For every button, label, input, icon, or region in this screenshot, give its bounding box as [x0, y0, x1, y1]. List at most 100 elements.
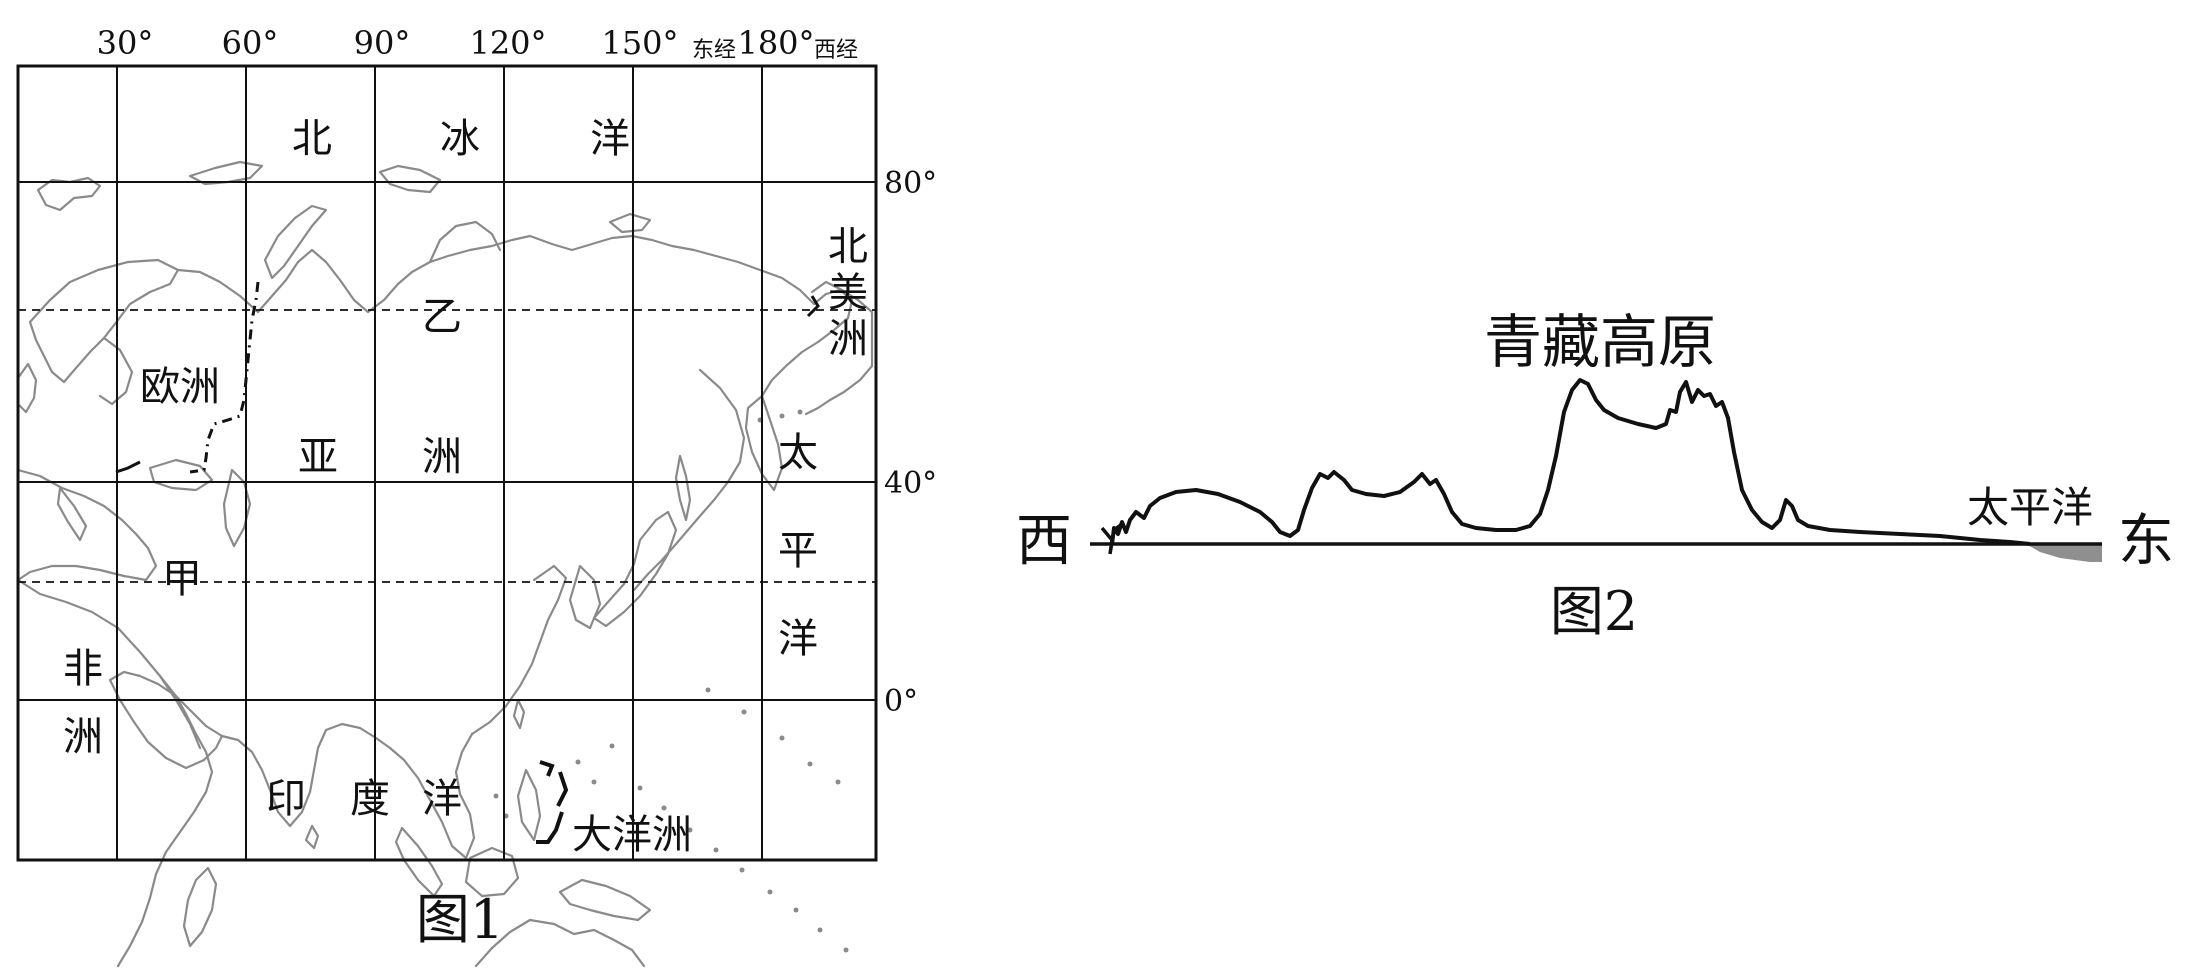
sri-lanka-coast — [304, 824, 320, 850]
indochina-coast — [388, 732, 476, 860]
latitude-label-0: 0° — [884, 684, 918, 719]
pacific-island-dots — [493, 409, 849, 953]
island-dot — [637, 785, 643, 791]
label-namerica-bei: 北 — [828, 224, 868, 270]
japan-coast — [592, 510, 678, 628]
island-dot — [779, 735, 785, 741]
label-pacific-ping: 平 — [778, 528, 818, 574]
longitude-label-90: 90° — [354, 24, 411, 62]
island-dot — [661, 805, 667, 811]
figure-1-map: 30° 60° 90° 120° 150° 东经 180° 西经 80° 40°… — [16, 24, 937, 968]
label-europe: 欧洲 — [140, 364, 220, 410]
east-siberia-coast — [760, 288, 854, 398]
island-dot — [739, 867, 745, 873]
bering-mark — [806, 295, 820, 318]
region-labels: 北 冰 洋 欧洲 乙 亚 洲 甲 非 洲 印 度 洋 大洋洲 北 美 洲 太 平… — [63, 116, 868, 858]
island-dot — [591, 779, 597, 785]
island-dot — [493, 793, 499, 799]
kamchatka-coast — [744, 394, 784, 492]
island-dot — [713, 847, 719, 853]
north-eurasia-coast — [176, 234, 816, 314]
suez-boundary — [115, 460, 141, 474]
label-indian-yin: 印 — [266, 776, 306, 822]
figure-1-caption: 图1 — [416, 888, 504, 951]
label-africa-zhou: 洲 — [63, 714, 103, 760]
east-label: 东 — [2118, 509, 2174, 574]
figure-2-caption: 图2 — [1550, 580, 1638, 643]
madagascar-coast — [182, 866, 218, 948]
sumatra-coast — [394, 826, 444, 898]
island-dot — [779, 413, 785, 419]
new-guinea-coast — [558, 878, 652, 922]
label-asia-ya: 亚 — [298, 434, 338, 480]
europe-asia-boundary — [189, 281, 260, 474]
label-africa-fei: 非 — [63, 646, 103, 692]
latitude-label-80: 80° — [884, 166, 937, 201]
britain-coast — [16, 362, 38, 414]
west-label: 西 — [1016, 509, 1072, 574]
mediterranean-coast — [16, 468, 158, 582]
longitude-label-west: 西经 — [814, 38, 858, 63]
black-sea-coast — [148, 458, 214, 492]
label-indian-du: 度 — [350, 776, 390, 822]
alaska-coast — [810, 280, 874, 402]
label-jia: 甲 — [162, 556, 202, 602]
severnaya-coast — [378, 164, 442, 194]
island-dot — [609, 743, 615, 749]
borneo-coast — [464, 846, 520, 898]
continent-boundaries — [115, 281, 820, 844]
map-grid — [16, 64, 878, 862]
novaya-zemlya-coast — [263, 204, 328, 280]
longitude-label-60: 60° — [222, 24, 279, 62]
aleutian-coast — [804, 398, 832, 416]
italy-coast — [56, 486, 88, 542]
longitude-labels: 30° 60° 90° 120° 150° 东经 180° 西经 — [97, 24, 858, 63]
island-dot — [767, 889, 773, 895]
okhotsk-coast — [632, 368, 746, 592]
label-arctic-bei: 北 — [292, 116, 332, 162]
island-dot — [797, 409, 803, 415]
label-arctic-bing: 冰 — [440, 116, 480, 162]
coastlines — [16, 160, 874, 968]
longitude-label-east: 东经 — [692, 38, 736, 63]
sakhalin-coast — [674, 454, 692, 522]
island-dot — [741, 709, 747, 715]
pacific-label: 太平洋 — [1967, 483, 2093, 532]
label-namerica-mei: 美 — [828, 270, 868, 316]
franz-josef-coast — [188, 160, 264, 186]
philippines-coast — [516, 768, 542, 842]
island-dot — [817, 927, 823, 933]
west-spike-mark — [1100, 522, 1124, 555]
island-dot — [807, 761, 813, 767]
island-dot — [705, 687, 711, 693]
label-pacific-yang: 洋 — [778, 616, 818, 662]
new-siberian-coast — [608, 212, 652, 234]
label-yi: 乙 — [422, 294, 462, 340]
africa-coast — [16, 578, 214, 968]
label-indian-yang: 洋 — [422, 776, 462, 822]
taymyr-coast — [428, 220, 502, 264]
new-guinea-boundary — [536, 760, 569, 844]
label-pacific-tai: 太 — [778, 430, 818, 476]
label-arctic-yang: 洋 — [590, 116, 630, 162]
label-oceania: 大洋洲 — [572, 812, 692, 858]
red-sea-coast — [158, 674, 202, 750]
taiwan-coast — [512, 698, 526, 730]
island-dot — [575, 759, 581, 765]
longitude-label-150: 150° — [601, 24, 678, 62]
map-frame — [16, 64, 878, 862]
scandinavia-coast — [28, 258, 180, 384]
island-dot — [687, 827, 693, 833]
label-namerica-zhou: 洲 — [828, 316, 868, 362]
island-dot — [793, 907, 799, 913]
arabia-coast — [108, 670, 224, 770]
island-dot — [835, 779, 841, 785]
korea-coast — [568, 564, 602, 630]
terrain-profile-line — [1110, 378, 2031, 546]
pacific-ocean-fill — [2026, 544, 2102, 562]
label-asia-zhou: 洲 — [422, 434, 462, 480]
india-coast — [220, 722, 392, 828]
latitude-label-40: 40° — [884, 466, 937, 501]
latitude-labels: 80° 40° 0° — [884, 166, 937, 719]
